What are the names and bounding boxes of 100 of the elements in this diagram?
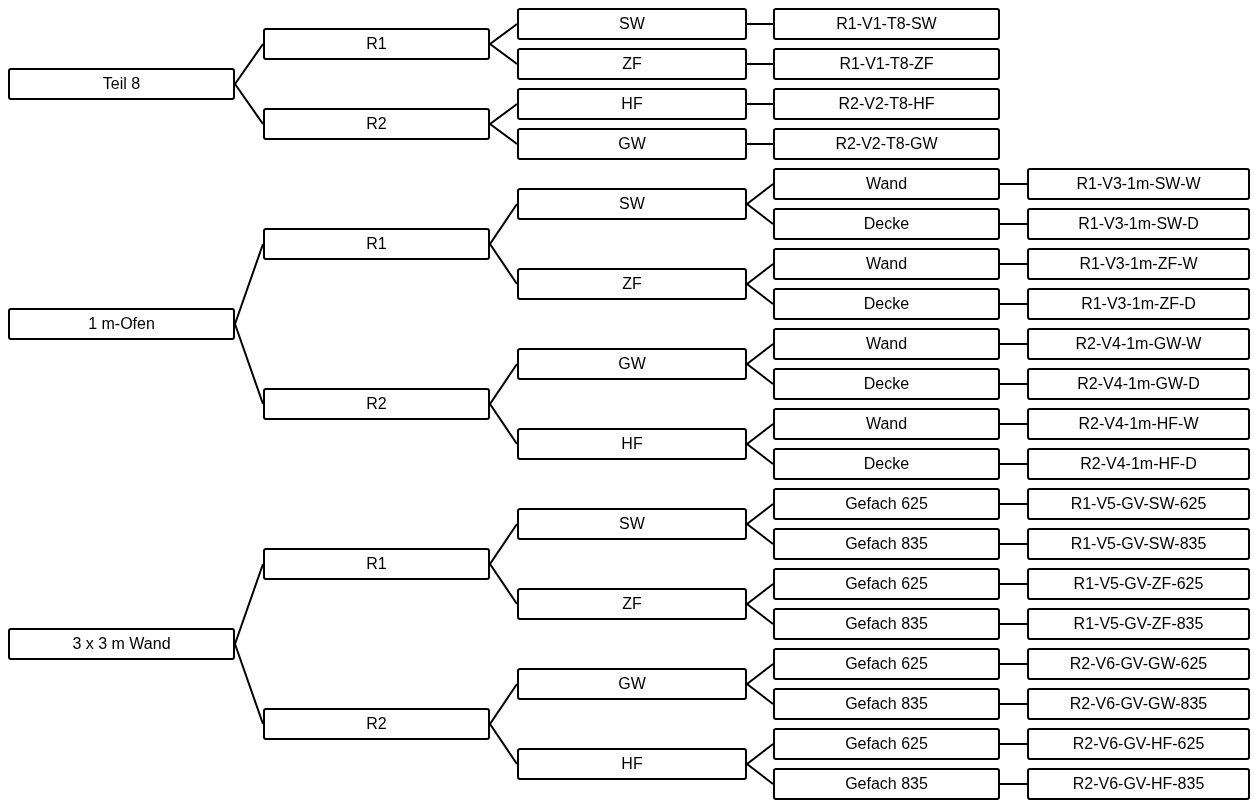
connector-line xyxy=(746,523,774,545)
tree-node-box: Gefach 835 xyxy=(773,768,1000,800)
tree-node-box: Wand xyxy=(773,168,1000,200)
tree-node-box: R2 xyxy=(263,388,490,420)
connector-line xyxy=(746,143,774,145)
tree-node-box: Decke xyxy=(773,208,1000,240)
connector-line xyxy=(489,43,518,65)
connector-line xyxy=(999,503,1028,505)
tree-node-box: R1-V3-1m-ZF-D xyxy=(1027,288,1250,320)
connector-line xyxy=(999,623,1028,625)
connector-line xyxy=(234,323,264,405)
tree-node-box: R2-V2-T8-GW xyxy=(773,128,1000,160)
connector-line xyxy=(746,503,774,525)
connector-line xyxy=(999,543,1028,545)
connector-line xyxy=(746,683,774,705)
connector-line xyxy=(999,223,1028,225)
tree-node-box: R2 xyxy=(263,708,490,740)
connector-line xyxy=(746,603,774,625)
tree-node-box: R1 xyxy=(263,28,490,60)
tree-node-box: Gefach 835 xyxy=(773,528,1000,560)
tree-node-box: Teil 8 xyxy=(8,68,235,100)
connector-line xyxy=(234,243,264,325)
connector-line xyxy=(999,783,1028,785)
tree-node-box: R1-V5-GV-ZF-835 xyxy=(1027,608,1250,640)
connector-line xyxy=(746,423,774,445)
tree-node-box: GW xyxy=(517,348,747,380)
connector-line xyxy=(234,83,264,125)
tree-node-box: R2-V2-T8-HF xyxy=(773,88,1000,120)
tree-node-box: R2-V4-1m-GW-D xyxy=(1027,368,1250,400)
connector-line xyxy=(746,183,774,205)
tree-node-box: R1-V1-T8-SW xyxy=(773,8,1000,40)
connector-line xyxy=(746,363,774,385)
tree-node-box: Decke xyxy=(773,448,1000,480)
tree-node-box: 1 m-Ofen xyxy=(8,308,235,340)
connector-line xyxy=(999,383,1028,385)
tree-node-box: Wand xyxy=(773,408,1000,440)
connector-line xyxy=(489,723,518,765)
connector-line xyxy=(746,283,774,305)
tree-node-box: GW xyxy=(517,128,747,160)
connector-line xyxy=(746,343,774,365)
connector-line xyxy=(489,243,518,285)
tree-node-box: R2-V6-GV-HF-835 xyxy=(1027,768,1250,800)
tree-node-box: HF xyxy=(517,428,747,460)
connector-line xyxy=(746,583,774,605)
tree-node-box: R1-V3-1m-ZF-W xyxy=(1027,248,1250,280)
connector-line xyxy=(999,423,1028,425)
tree-node-box: Gefach 835 xyxy=(773,688,1000,720)
connector-line xyxy=(746,103,774,105)
connector-line xyxy=(999,663,1028,665)
tree-node-box: Decke xyxy=(773,368,1000,400)
connector-line xyxy=(489,363,518,405)
tree-node-box: Gefach 835 xyxy=(773,608,1000,640)
tree-node-box: R2 xyxy=(263,108,490,140)
connector-line xyxy=(746,743,774,765)
connector-line xyxy=(746,663,774,685)
tree-node-box: R1-V5-GV-ZF-625 xyxy=(1027,568,1250,600)
tree-node-box: Wand xyxy=(773,248,1000,280)
tree-node-box: Decke xyxy=(773,288,1000,320)
tree-node-box: ZF xyxy=(517,48,747,80)
tree-node-box: ZF xyxy=(517,588,747,620)
tree-node-box: SW xyxy=(517,508,747,540)
connector-line xyxy=(999,703,1028,705)
connector-line xyxy=(746,23,774,25)
tree-node-box: R2-V4-1m-GW-W xyxy=(1027,328,1250,360)
connector-line xyxy=(746,63,774,65)
tree-node-box: GW xyxy=(517,668,747,700)
tree-node-box: R1-V3-1m-SW-D xyxy=(1027,208,1250,240)
tree-node-box: 3 x 3 m Wand xyxy=(8,628,235,660)
tree-node-box: R2-V6-GV-HF-625 xyxy=(1027,728,1250,760)
tree-node-box: Gefach 625 xyxy=(773,648,1000,680)
tree-node-box: R2-V6-GV-GW-625 xyxy=(1027,648,1250,680)
connector-line xyxy=(746,263,774,285)
connector-line xyxy=(489,23,518,45)
connector-line xyxy=(234,43,264,85)
connector-line xyxy=(999,463,1028,465)
connector-line xyxy=(999,303,1028,305)
connector-line xyxy=(999,263,1028,265)
connector-line xyxy=(489,683,518,725)
tree-node-box: R2-V4-1m-HF-D xyxy=(1027,448,1250,480)
tree-node-box: R1-V5-GV-SW-835 xyxy=(1027,528,1250,560)
tree-node-box: R1-V3-1m-SW-W xyxy=(1027,168,1250,200)
tree-node-box: ZF xyxy=(517,268,747,300)
connector-line xyxy=(234,563,264,645)
connector-line xyxy=(489,203,518,245)
tree-node-box: R1 xyxy=(263,548,490,580)
connector-line xyxy=(489,523,518,565)
connector-line xyxy=(489,403,518,445)
connector-line xyxy=(999,183,1028,185)
connector-line xyxy=(746,203,774,225)
connector-line xyxy=(999,343,1028,345)
tree-node-box: R1 xyxy=(263,228,490,260)
tree-node-box: Gefach 625 xyxy=(773,488,1000,520)
connector-line xyxy=(999,583,1028,585)
connector-line xyxy=(489,123,518,145)
connector-line xyxy=(489,563,518,605)
tree-node-box: Wand xyxy=(773,328,1000,360)
connector-line xyxy=(489,103,518,125)
tree-node-box: R1-V1-T8-ZF xyxy=(773,48,1000,80)
connector-line xyxy=(999,743,1028,745)
connector-line xyxy=(746,443,774,465)
